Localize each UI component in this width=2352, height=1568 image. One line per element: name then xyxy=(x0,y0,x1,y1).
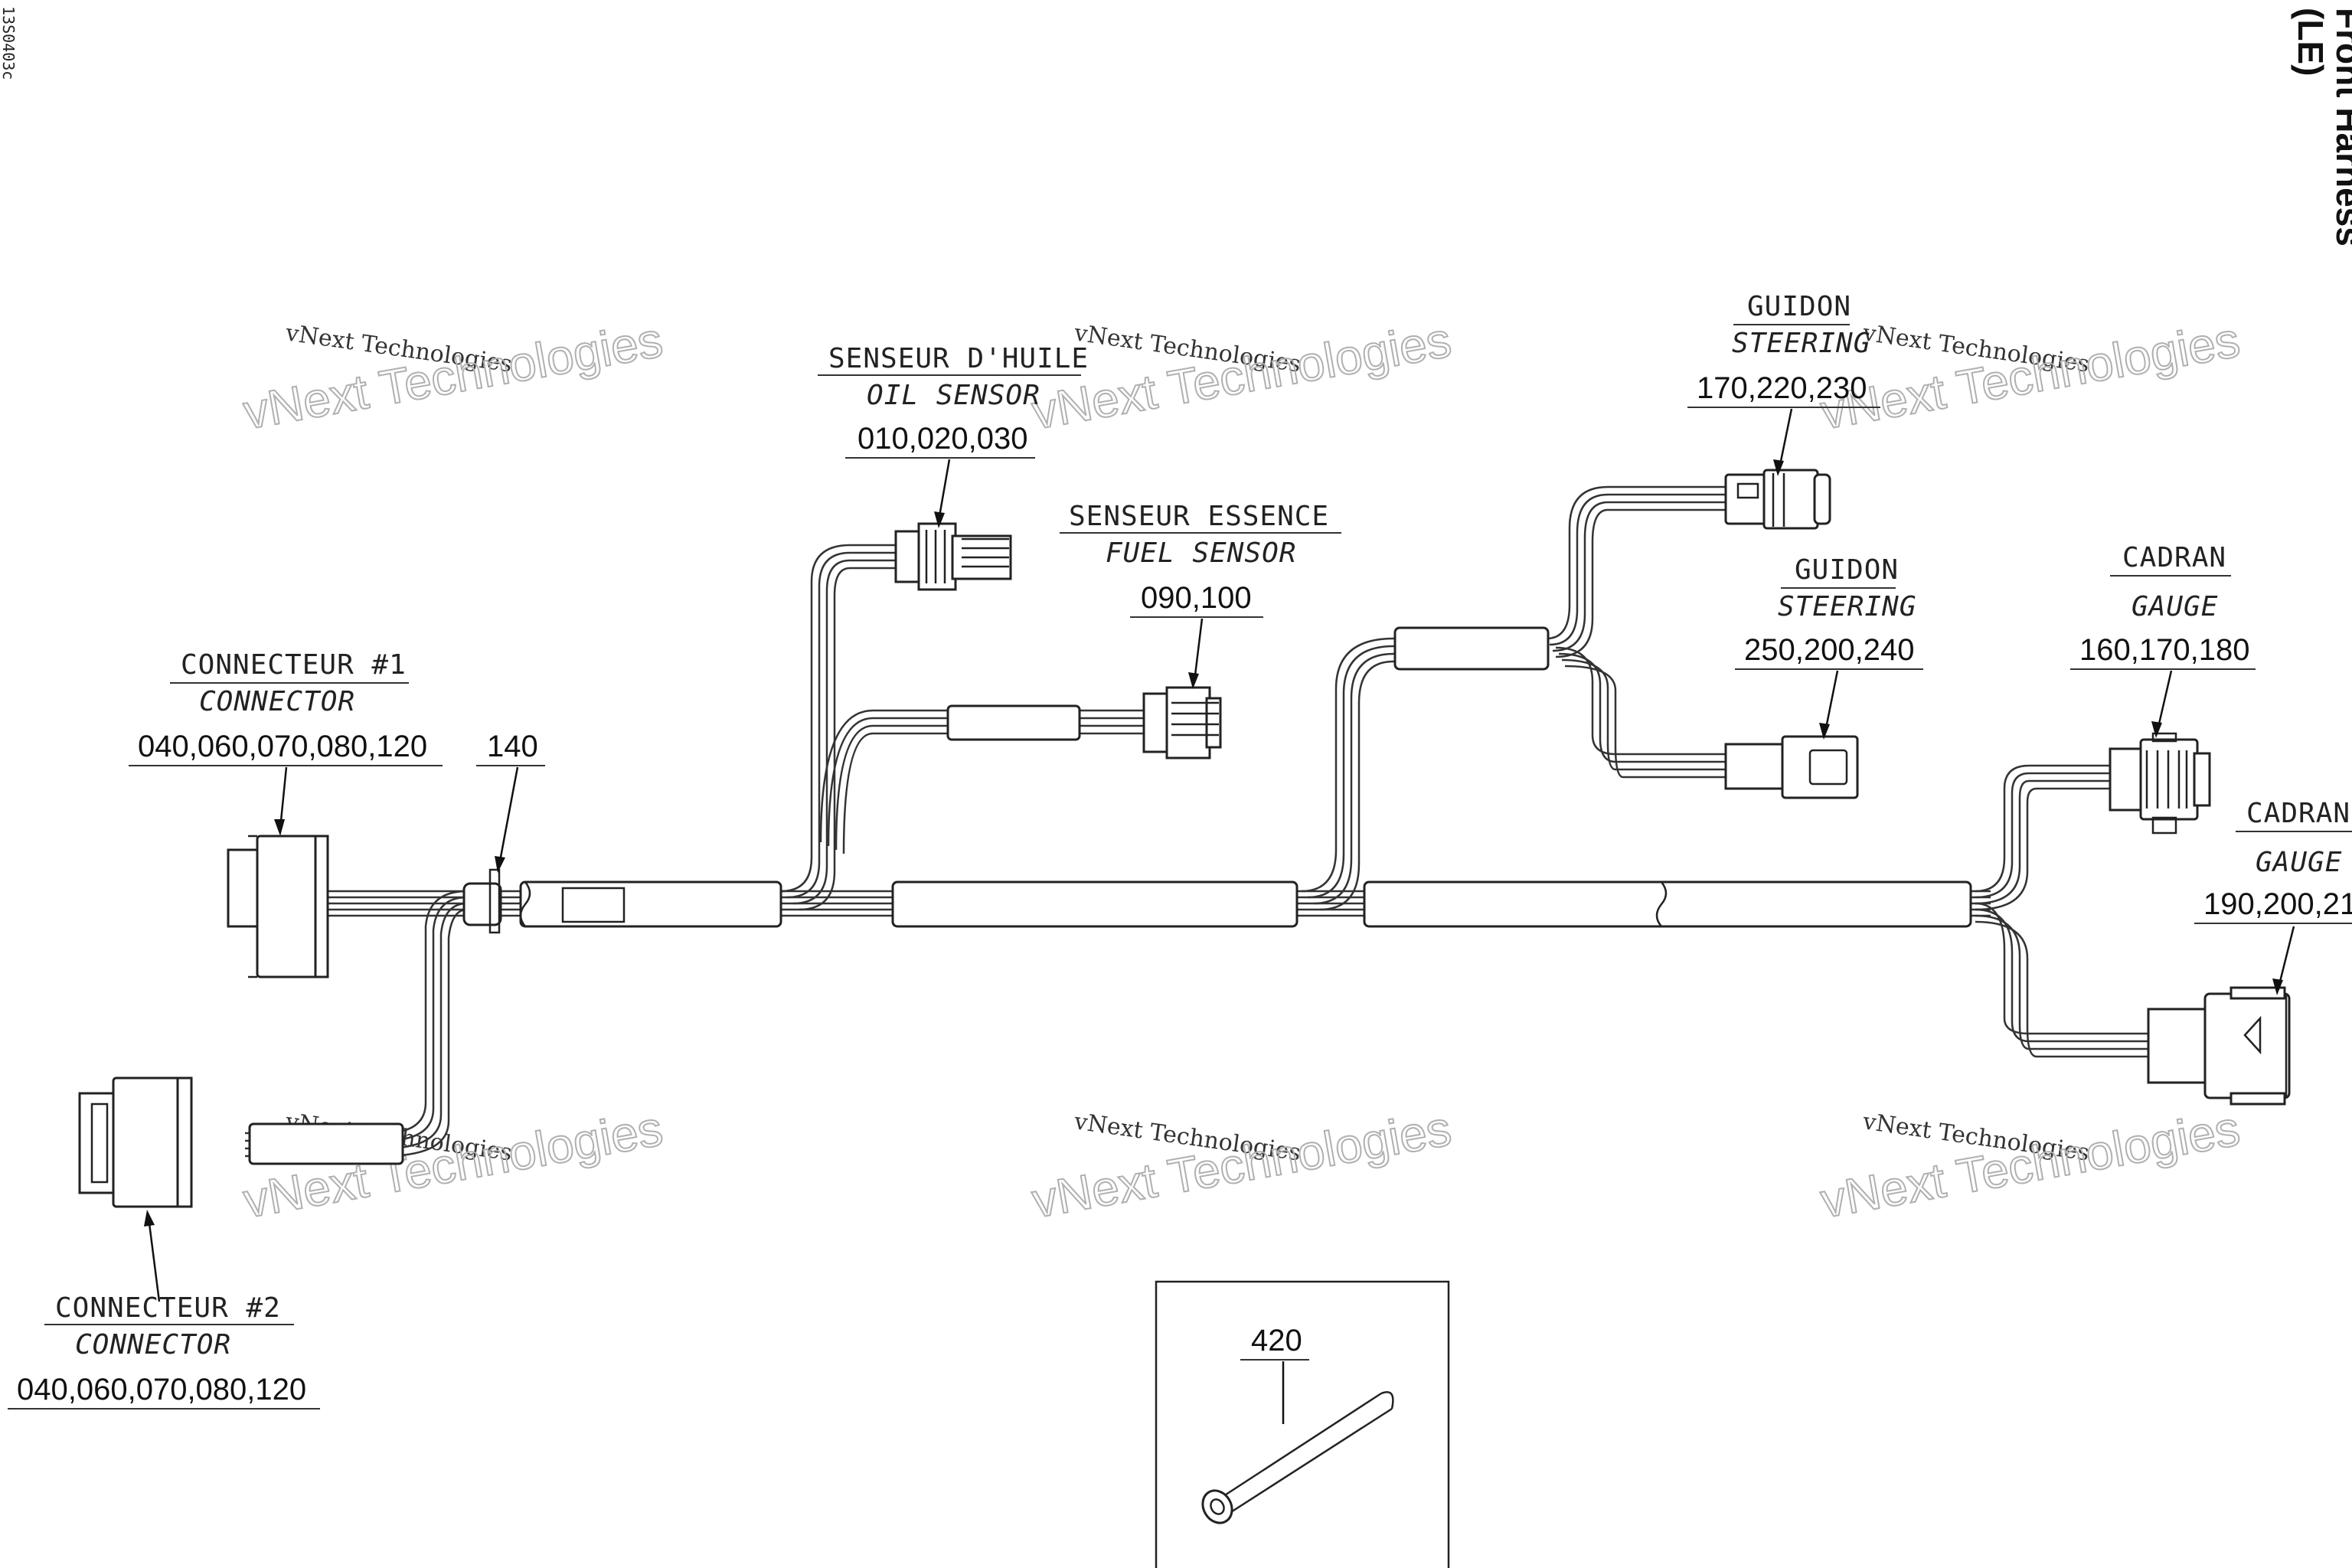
diagram-title-line2: (LE) xyxy=(2291,8,2331,76)
connector-2-fr-label: CONNECTEUR #2 xyxy=(55,1292,281,1324)
callout-connector-1: CONNECTEUR #1 CONNECTOR 040,060,070,080,… xyxy=(129,649,443,836)
gauge-top-part-numbers: 160,170,180 xyxy=(2079,633,2249,667)
trunk-sleeve-3 xyxy=(1363,880,1972,928)
gauge-top-en-label: GAUGE xyxy=(2132,591,2218,622)
steering-mid-connector xyxy=(1724,735,1859,799)
oil-sensor-connector xyxy=(894,522,1012,591)
gauge-top-connector xyxy=(2109,732,2211,835)
callout-fuel-sensor: SENSEUR ESSENCE FUEL SENSOR 090,100 xyxy=(1060,501,1341,689)
callout-steering-top: GUIDON STEERING 170,220,230 xyxy=(1687,291,1880,476)
connector-1-part-numbers: 040,060,070,080,120 xyxy=(138,730,427,763)
connector2-branch-sleeve xyxy=(248,1122,404,1165)
trunk-sleeve-2 xyxy=(891,880,1298,928)
watermark: vNext Technologies vNext Technologies xyxy=(239,311,668,440)
trunk-label-tag xyxy=(561,887,626,923)
callout-oil-sensor: SENSEUR D'HUILE OIL SENSOR 010,020,030 xyxy=(818,343,1089,528)
drawing-code: 13S0403c xyxy=(0,6,18,80)
watermark: vNext Technologies vNext Technologies xyxy=(1027,311,1456,440)
gauge-branch-wires xyxy=(1975,764,2151,1058)
harness-clip-tab xyxy=(488,868,501,934)
steering-branch-wires xyxy=(1301,485,1730,911)
connector-2 xyxy=(78,1076,193,1208)
steering-top-connector xyxy=(1724,469,1831,530)
steering-top-part-numbers: 170,220,230 xyxy=(1697,371,1867,405)
fuel-sensor-branch-wires xyxy=(819,709,1148,854)
sleeve-detail-box xyxy=(1155,1280,1450,1568)
clip-part-number: 140 xyxy=(487,730,538,763)
watermark: vNext Technologies vNext Technologies xyxy=(1027,1099,1456,1229)
callout-clip: 140 xyxy=(476,730,545,873)
fuel-sensor-part-numbers: 090,100 xyxy=(1141,581,1252,615)
gauge-bottom-en-label: GAUGE xyxy=(2256,847,2342,878)
steering-mid-fr-label: GUIDON xyxy=(1795,554,1899,586)
callout-gauge-bottom: CADRAN GAUGE 190,200,21 xyxy=(2194,798,2352,995)
connector-1-en-label: CONNECTOR xyxy=(199,686,355,717)
oil-sensor-branch-wires xyxy=(780,544,903,911)
connector-2-part-numbers: 040,060,070,080,120 xyxy=(17,1373,306,1406)
watermark: vNext Technologies vNext Technologies xyxy=(1816,311,2245,440)
connector-1 xyxy=(227,835,329,978)
connector-1-fr-label: CONNECTEUR #1 xyxy=(181,649,407,681)
sleeve-part-number: 420 xyxy=(1251,1324,1302,1357)
harness-clip xyxy=(462,882,502,926)
steering-top-fr-label: GUIDON xyxy=(1747,291,1851,322)
connector-2-en-label: CONNECTOR xyxy=(75,1329,231,1361)
fuel-sensor-fr-label: SENSEUR ESSENCE xyxy=(1069,501,1329,532)
fuel-branch-sleeve xyxy=(946,704,1081,741)
diagram-title-line1: Front Harness xyxy=(2329,8,2352,247)
callout-steering-mid: GUIDON STEERING 250,200,240 xyxy=(1735,554,1923,740)
callout-connector-2: CONNECTEUR #2 CONNECTOR 040,060,070,080,… xyxy=(8,1210,320,1410)
callout-sleeve: 420 xyxy=(1240,1324,1309,1424)
gauge-bottom-fr-label: CADRAN xyxy=(2246,798,2350,829)
callout-gauge-top: CADRAN GAUGE 160,170,180 xyxy=(2070,542,2256,738)
fuel-sensor-connector xyxy=(1142,686,1222,760)
trunk-break-mark xyxy=(1655,881,1668,927)
oil-sensor-fr-label: SENSEUR D'HUILE xyxy=(828,343,1089,374)
steering-mid-en-label: STEERING xyxy=(1778,591,1916,622)
fuel-sensor-en-label: FUEL SENSOR xyxy=(1106,537,1296,569)
gauge-bottom-connector xyxy=(2147,986,2291,1106)
steering-top-en-label: STEERING xyxy=(1732,328,1870,359)
gauge-bottom-part-numbers: 190,200,21 xyxy=(2203,887,2352,921)
harness-sleeves xyxy=(248,626,1972,1165)
trunk-break-mark-left xyxy=(519,881,531,927)
steering-branch-sleeve xyxy=(1393,626,1550,671)
steering-mid-part-numbers: 250,200,240 xyxy=(1744,633,1914,667)
trunk-sleeve-1 xyxy=(519,880,782,928)
gauge-top-fr-label: CADRAN xyxy=(2122,542,2226,573)
oil-sensor-part-numbers: 010,020,030 xyxy=(858,422,1027,456)
oil-sensor-en-label: OIL SENSOR xyxy=(867,380,1040,411)
